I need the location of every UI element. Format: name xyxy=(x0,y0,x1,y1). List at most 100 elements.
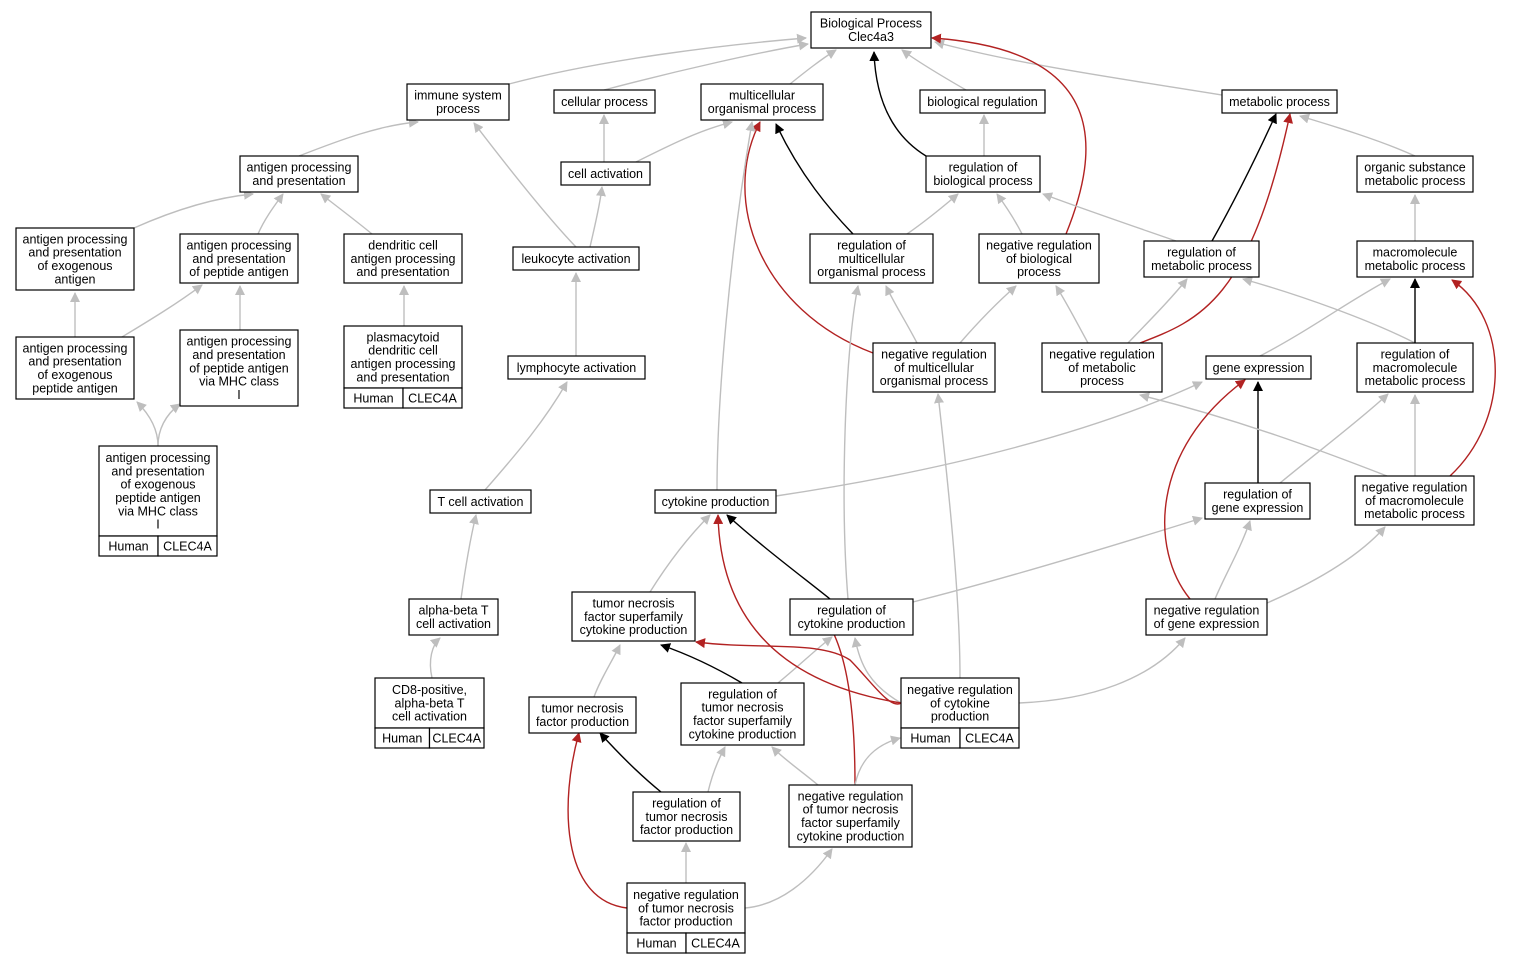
go-term-node-lyma[interactable]: lymphocyte activation xyxy=(507,355,646,380)
node-label-line: I xyxy=(156,518,159,532)
is-a-edge xyxy=(1139,392,1388,477)
negatively-regulates-edge xyxy=(819,611,856,786)
node-label-line: negative regulation xyxy=(986,239,1092,253)
node-label-line: process xyxy=(1017,265,1061,279)
node-label-line: cell activation xyxy=(568,167,643,181)
node-label-line: metabolic process xyxy=(1229,95,1330,109)
node-label-line: organismal process xyxy=(880,374,988,388)
node-label-line: and presentation xyxy=(356,265,449,279)
is-a-edge-line xyxy=(484,381,568,491)
is-a-edge xyxy=(901,49,967,91)
go-term-node-cp[interactable]: cellular process xyxy=(553,89,656,114)
is-a-edge-line xyxy=(901,49,967,91)
go-term-node-ca[interactable]: cell activation xyxy=(560,161,651,186)
go-term-node-ge[interactable]: gene expression xyxy=(1205,355,1312,380)
node-label-line: negative regulation xyxy=(1049,348,1155,362)
go-term-node-br[interactable]: biological regulation xyxy=(919,89,1046,114)
node-label-line: negative regulation xyxy=(1154,604,1260,618)
is-a-edge xyxy=(912,515,1203,603)
is-a-edge-line xyxy=(1139,392,1388,477)
node-label-line: antigen processing xyxy=(106,451,211,465)
node-label-line: of peptide antigen xyxy=(189,361,288,375)
species-label: Human xyxy=(353,391,393,405)
is-a-edge xyxy=(1018,637,1186,704)
go-term-node-cytp[interactable]: cytokine production xyxy=(654,489,777,514)
regulates-edge xyxy=(869,51,927,157)
node-label-line: negative regulation xyxy=(907,683,1013,697)
is-a-edge xyxy=(649,514,711,593)
gene-label: CLEC4A xyxy=(432,731,481,745)
is-a-edge xyxy=(298,117,419,157)
node-label-line: factor superfamily xyxy=(693,714,792,728)
is-a-edge-line xyxy=(959,285,1017,344)
node-label-line: antigen processing xyxy=(23,341,128,355)
node-label-line: negative regulation xyxy=(881,348,987,362)
is-a-edge xyxy=(1242,276,1416,344)
go-term-node-metp[interactable]: metabolic process xyxy=(1221,89,1338,114)
gene-cell xyxy=(685,932,746,954)
is-a-edge xyxy=(854,735,901,786)
go-term-node-tca[interactable]: T cell activation xyxy=(429,489,532,514)
is-a-edge xyxy=(716,121,756,491)
node-box xyxy=(810,11,932,49)
is-a-edge-line xyxy=(912,515,1203,603)
go-term-node-la[interactable]: leukocyte activation xyxy=(512,246,640,271)
is-a-edge-line xyxy=(635,119,733,163)
node-label-line: of tumor necrosis xyxy=(803,803,899,817)
node-label-line: negative regulation xyxy=(1362,481,1468,495)
is-a-edge xyxy=(843,285,862,600)
node-label-line: organismal process xyxy=(817,265,925,279)
is-a-edge-line xyxy=(1042,192,1177,242)
is-a-edge-line xyxy=(1299,113,1416,157)
is-a-edge xyxy=(257,193,284,235)
negatively-regulates-edge-line xyxy=(1164,379,1246,600)
node-box xyxy=(1204,482,1311,520)
node-label-line: dendritic cell xyxy=(368,344,437,358)
node-box xyxy=(553,89,656,114)
node-label-line: antigen processing xyxy=(351,357,456,371)
regulates-edge-line xyxy=(1211,113,1277,242)
is-a-edge xyxy=(136,401,159,447)
is-a-edge xyxy=(1279,393,1389,484)
node-box xyxy=(632,791,741,842)
is-a-edge-line xyxy=(1279,393,1389,484)
is-a-edge-line xyxy=(1242,276,1416,344)
is-a-edge-line xyxy=(1127,278,1188,344)
negatively-regulates-edge xyxy=(1164,379,1246,600)
node-box xyxy=(406,83,510,121)
